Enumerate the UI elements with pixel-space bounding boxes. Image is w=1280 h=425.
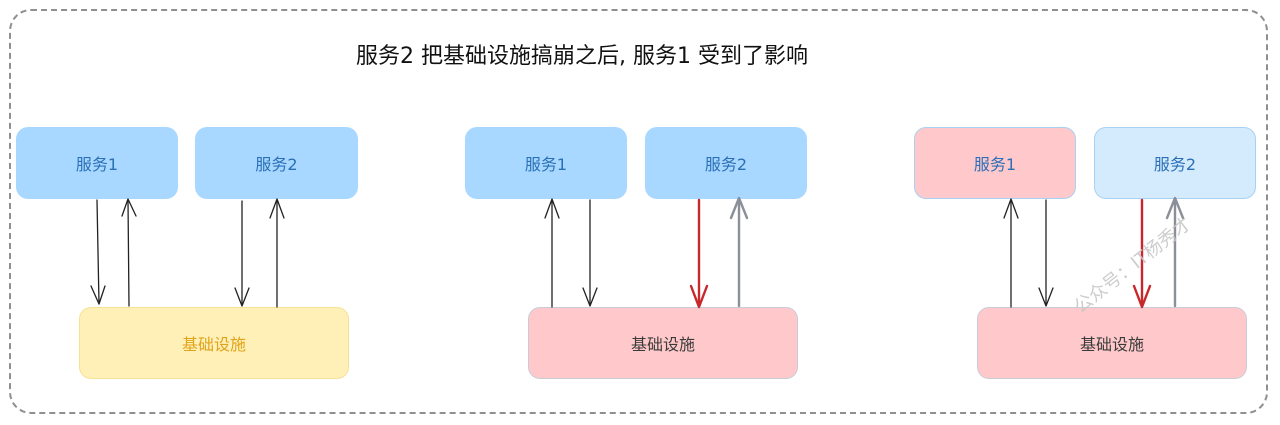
panel3-service1-label: 服务1 — [973, 155, 1017, 174]
diagram-frame — [9, 9, 1268, 414]
diagram-title: 服务2 把基础设施搞崩之后, 服务1 受到了影响 — [356, 44, 808, 69]
panel1-infrastructure-label: 基础设施 — [181, 335, 246, 354]
panel2-service1: 服务1 — [465, 127, 627, 199]
panel3-arrow-s1-down — [1038, 199, 1054, 307]
panel1-service1: 服务1 — [16, 127, 178, 199]
panel2-service2: 服务2 — [645, 127, 807, 199]
panel1-service2-label: 服务2 — [255, 155, 298, 174]
panel2-service2-label: 服务2 — [704, 155, 748, 174]
panel3-infrastructure-label: 基础设施 — [1079, 335, 1144, 354]
panel2-arrow-s2-up — [729, 196, 749, 308]
panel1-arrow-s2-up — [269, 198, 285, 308]
panel1-arrow-s2-down — [234, 200, 250, 307]
panel3-service2-label: 服务2 — [1153, 155, 1197, 174]
panel1-infrastructure: 基础设施 — [79, 307, 349, 379]
panel1-arrow-s1-up — [121, 198, 137, 307]
panel2-service1-label: 服务1 — [524, 155, 568, 174]
panel3-arrow-s2-down — [1132, 198, 1152, 309]
panel2-arrow-s1-down — [582, 199, 598, 307]
panel2-infrastructure-label: 基础设施 — [630, 335, 695, 354]
panel2-infrastructure: 基础设施 — [528, 307, 798, 379]
panel1-service2: 服务2 — [195, 127, 358, 199]
panel2-arrow-s2-down — [689, 198, 709, 309]
panel1-arrow-s1-down — [90, 199, 106, 305]
panel3-arrow-s2-up — [1165, 196, 1185, 308]
panel3-infrastructure: 基础设施 — [977, 307, 1247, 379]
panel1-service1-label: 服务1 — [75, 155, 119, 174]
panel3-arrow-s1-up — [1003, 198, 1019, 308]
panel3-service1: 服务1 — [914, 127, 1076, 199]
panel2-arrow-s1-up — [544, 198, 560, 308]
